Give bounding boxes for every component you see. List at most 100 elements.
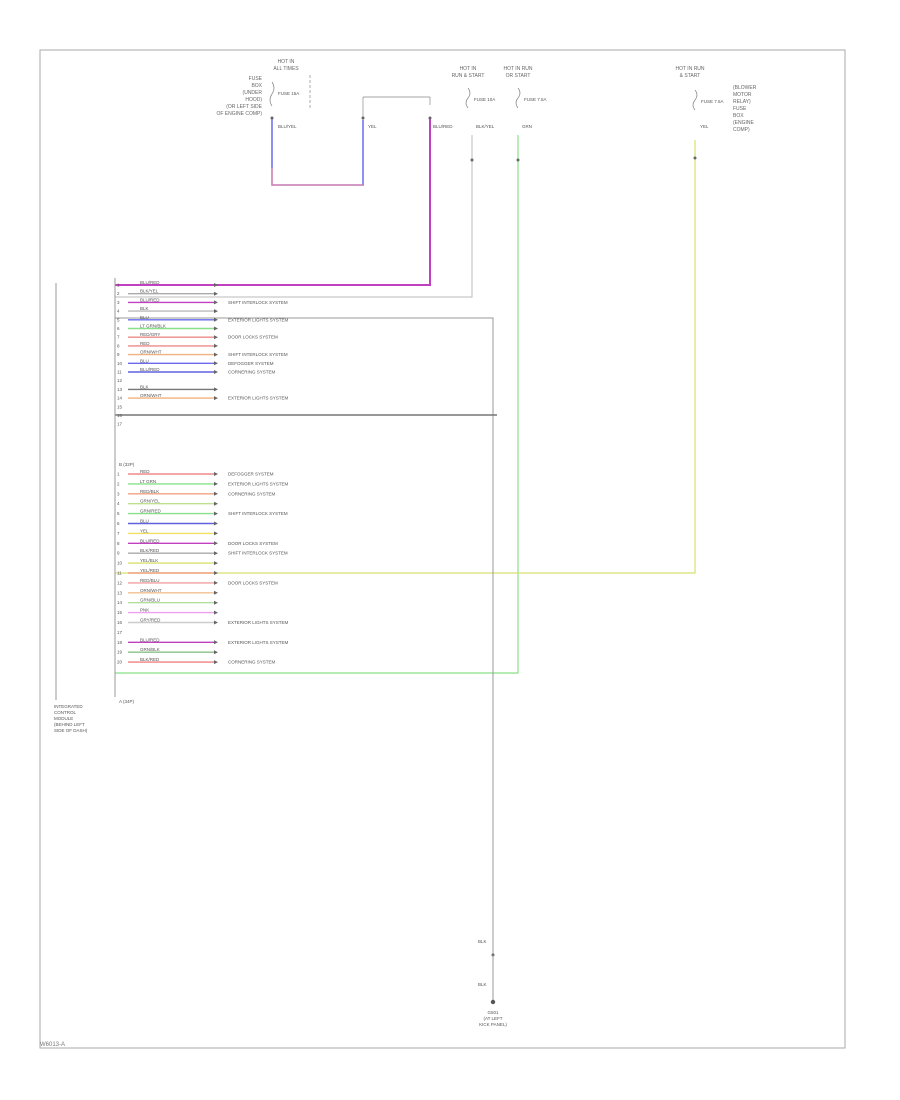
fuse-right-desc-2: MOTOR <box>733 92 752 98</box>
fuse-right-desc: (BLOWER MOTOR RELAY) FUSE BOX (ENGINE CO… <box>733 85 757 133</box>
ground-wire-label-2: BLK <box>478 982 487 987</box>
pin-wire-code: RED/BLU <box>140 578 160 583</box>
fuse-left-label: HOT IN ALL TIMES <box>273 59 299 72</box>
pin-wire-code: BLK <box>140 306 149 311</box>
pin-wire-code: LT GRN <box>140 479 156 484</box>
top-wire-label-3: BLU/RED <box>433 124 453 129</box>
arrow-right-icon <box>214 396 218 401</box>
pin-wire-code: LT GRN/BLK <box>140 324 166 329</box>
fuse-rating-3: FUSE 7.5A <box>524 97 547 102</box>
fuse-right-line-1: HOT IN RUN <box>675 66 704 72</box>
fuse-mid2-line-2: OR START <box>506 73 531 79</box>
pin-row: 6 LT GRN/BLK <box>117 324 218 331</box>
pin-row: 15 PNK <box>117 608 218 615</box>
pin-number: 15 <box>117 610 123 615</box>
pin-wire-code: BLK/RED <box>140 657 160 662</box>
pin-destination: EXTERIOR LIGHTS SYSTEM <box>228 317 289 322</box>
fuse-left-desc-1: FUSE <box>249 76 263 82</box>
wire-blu-red-feed <box>115 118 431 286</box>
fuse-10a-icon <box>465 87 471 109</box>
pin-number: 18 <box>117 640 123 645</box>
pin-wire-code: PNK <box>140 608 149 613</box>
pin-wire-code: BLU/RED <box>140 538 160 543</box>
ground-section: BLK BLK G501 (AT LEFT KICK PANEL) <box>478 939 507 1027</box>
pin-wire-code: YEL/BLK <box>140 558 158 563</box>
terminal-dot <box>361 116 365 120</box>
fuse-rating-2: FUSE 10A <box>474 97 495 102</box>
pin-destination: EXTERIOR LIGHTS SYSTEM <box>228 396 289 401</box>
pin-wire-code: BLU/RED <box>140 367 160 372</box>
pin-wire-code: BLU/RED <box>140 637 160 642</box>
pin-number: 12 <box>117 378 123 383</box>
arrow-right-icon <box>214 387 218 392</box>
pin-destination: DOOR LOCKS SYSTEM <box>228 580 278 585</box>
fuse-left-line-2: ALL TIMES <box>273 66 299 72</box>
pin-number: 17 <box>117 422 123 427</box>
arrow-right-icon <box>214 491 218 496</box>
top-wire-label-1: BLU/YEL <box>278 124 297 129</box>
fuse-right-desc-7: COMP) <box>733 127 750 133</box>
pin-row: 10 BLU DEFOGGER SYSTEM <box>117 358 274 366</box>
connector-b-label: A (34P) <box>119 699 135 704</box>
pin-wire-code: RED/BLK <box>140 489 159 494</box>
arrow-right-icon <box>214 370 218 374</box>
arrow-right-icon <box>214 283 218 287</box>
arrow-right-icon <box>214 511 218 516</box>
arrow-right-icon <box>214 343 218 348</box>
pin-number: 1 <box>117 472 120 477</box>
fuse-right-desc-3: RELAY) <box>733 99 751 105</box>
pin-row: 17 <box>117 422 123 427</box>
arrow-right-icon <box>214 551 218 556</box>
pin-wire-code: BLU <box>140 358 149 363</box>
fuse-left-desc-6: OF ENGINE COMP) <box>216 111 262 117</box>
top-wire-label-6: YEL <box>700 124 709 129</box>
arrow-right-icon <box>214 335 218 340</box>
ground-desc-2: KICK PANEL) <box>479 1022 507 1027</box>
pin-number: 19 <box>117 650 123 655</box>
pin-wire-code: YEL/RED <box>140 568 160 573</box>
pin-number: 13 <box>117 590 123 595</box>
fuse-15a-icon <box>269 81 275 107</box>
wire-blk-ground <box>115 317 494 955</box>
top-wire-label-4: BLK/YEL <box>476 124 495 129</box>
pin-destination: CORNERING SYSTEM <box>228 660 276 665</box>
pin-number: 10 <box>117 361 123 366</box>
fuse-right-desc-4: FUSE <box>733 106 747 112</box>
arrow-right-icon <box>214 590 218 595</box>
module-label: INTEGRATED CONTROL MODULE (BEHIND LEFT S… <box>54 704 88 733</box>
pin-number: 8 <box>117 343 120 348</box>
pin-wire-code: GRN/BLK <box>140 647 160 652</box>
pin-number: 11 <box>117 370 122 375</box>
fuse-left-desc-3: (UNDER <box>243 90 263 96</box>
top-wire-label-2: YEL <box>368 124 377 129</box>
pin-number: 15 <box>117 404 123 409</box>
wire-grn-feed <box>115 135 519 674</box>
pin-number: 14 <box>117 396 123 401</box>
arrow-right-icon <box>214 291 218 296</box>
pin-number: 6 <box>117 326 120 331</box>
ground-desc-1: (AT LEFT <box>483 1016 502 1021</box>
fuse-7-5a-icon <box>515 87 521 109</box>
fuse-right-desc-6: (ENGINE <box>733 120 755 126</box>
pin-row: 16 <box>117 413 123 418</box>
pin-destination: EXTERIOR LIGHTS SYSTEM <box>228 620 289 625</box>
module-label-3: MODULE <box>54 716 73 721</box>
wire-red-overlay <box>271 168 363 186</box>
pin-row: 17 <box>117 630 123 635</box>
arrow-right-icon <box>214 352 218 357</box>
pin-wire-code: BLK <box>140 384 149 389</box>
pin-destination: DEFOGGER SYSTEM <box>228 361 274 366</box>
top-wires <box>115 118 696 955</box>
